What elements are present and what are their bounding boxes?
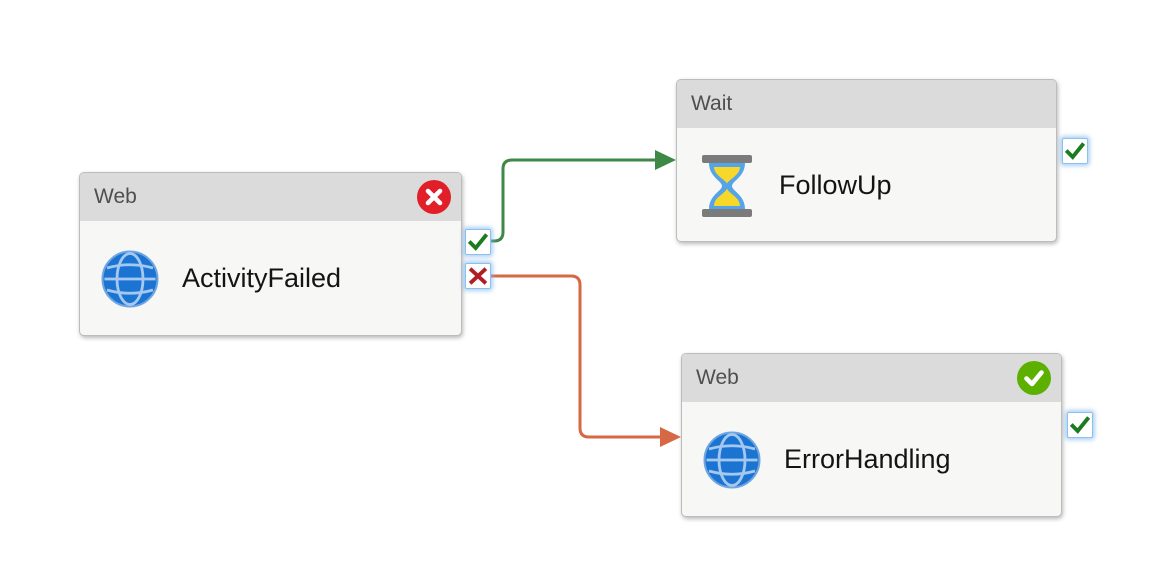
success-connector[interactable]	[491, 150, 676, 243]
success-port[interactable]	[1062, 138, 1088, 164]
failure-connector[interactable]	[491, 274, 681, 447]
success-port[interactable]	[465, 229, 491, 255]
globe-icon	[702, 429, 762, 491]
node-name-label: FollowUp	[779, 170, 892, 200]
failure-arrowhead-icon	[660, 427, 681, 447]
node-name-label: ErrorHandling	[784, 444, 951, 474]
node-type-label: Wait	[691, 92, 733, 115]
check-icon	[1069, 416, 1091, 434]
failure-port[interactable]	[465, 263, 491, 289]
status-failed-icon	[417, 180, 451, 214]
node-header: Wait	[677, 80, 1056, 128]
node-body: FollowUp	[677, 128, 1056, 241]
hourglass-icon	[697, 154, 757, 217]
node-header: Web	[682, 354, 1061, 402]
node-body: ErrorHandling	[682, 402, 1061, 516]
node-type-label: Web	[94, 185, 137, 208]
check-icon	[467, 233, 489, 251]
activity-node-activityfailed[interactable]: Web ActivityFailed	[79, 172, 462, 336]
node-name-label: ActivityFailed	[182, 263, 342, 293]
node-body: ActivityFailed	[80, 221, 461, 335]
check-icon	[1064, 142, 1086, 160]
success-port[interactable]	[1067, 412, 1093, 438]
node-type-label: Web	[696, 366, 739, 389]
success-arrowhead-icon	[655, 150, 676, 170]
activity-node-followup[interactable]: Wait FollowUp	[676, 79, 1057, 242]
status-succeeded-icon	[1017, 361, 1051, 395]
globe-icon	[100, 248, 160, 310]
activity-node-errorhandling[interactable]: Web ErrorHandling	[681, 353, 1062, 517]
node-header: Web	[80, 173, 461, 221]
cross-icon	[468, 267, 488, 285]
